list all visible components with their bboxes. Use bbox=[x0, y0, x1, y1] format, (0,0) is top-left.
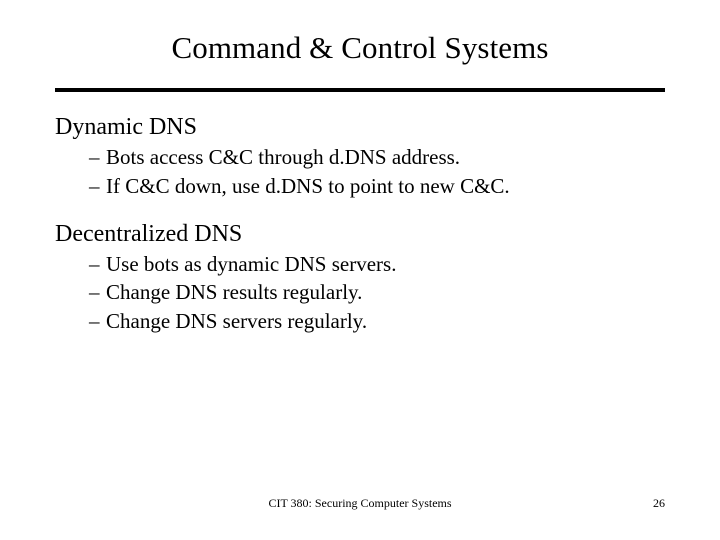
bullet-dash-icon: – bbox=[89, 252, 100, 277]
slide-body: Dynamic DNS –Bots access C&C through d.D… bbox=[55, 113, 675, 336]
bullet-text: Use bots as dynamic DNS servers. bbox=[106, 252, 397, 277]
section-heading-dynamic-dns: Dynamic DNS bbox=[55, 114, 197, 140]
bullet-item: –Bots access C&C through d.DNS address. bbox=[55, 144, 675, 171]
bullet-text: Change DNS servers regularly. bbox=[106, 308, 368, 333]
bullet-item: –If C&C down, use d.DNS to point to new … bbox=[55, 173, 675, 200]
bullet-item: –Change DNS results regularly. bbox=[55, 279, 675, 306]
bullet-item: –Use bots as dynamic DNS servers. bbox=[55, 251, 675, 278]
slide-footer: CIT 380: Securing Computer Systems bbox=[268, 496, 452, 510]
page-title: Command & Control Systems bbox=[171, 30, 549, 65]
bullet-dash-icon: – bbox=[89, 173, 100, 198]
bullet-item: –Change DNS servers regularly. bbox=[55, 308, 675, 335]
title-divider bbox=[55, 88, 665, 92]
bullet-dash-icon: – bbox=[89, 145, 100, 170]
bullet-dash-icon: – bbox=[89, 280, 100, 305]
bullet-text: Bots access C&C through d.DNS address. bbox=[106, 145, 461, 170]
section-heading-decentralized-dns: Decentralized DNS bbox=[55, 220, 243, 247]
bullet-text: Change DNS results regularly. bbox=[106, 280, 363, 305]
bullet-dash-icon: – bbox=[89, 308, 100, 333]
bullet-text: If C&C down, use d.DNS to point to new C… bbox=[106, 173, 510, 198]
page-number: 26 bbox=[653, 496, 665, 510]
